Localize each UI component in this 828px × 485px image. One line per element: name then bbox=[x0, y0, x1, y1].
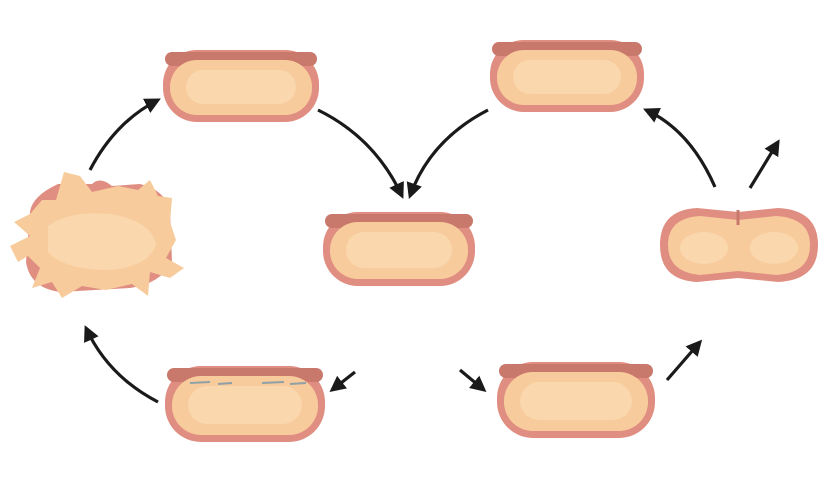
arrows bbox=[84, 98, 780, 404]
cells bbox=[10, 40, 818, 442]
arrow-center-to-bottom-right bbox=[458, 368, 487, 393]
arrow-bottom-left-to-lysed bbox=[84, 325, 159, 404]
cell-top-left bbox=[163, 50, 319, 122]
arrow-center-to-bottom-left bbox=[329, 370, 356, 392]
arrow-top-right-to-center bbox=[406, 108, 489, 200]
cell-left-lysed bbox=[10, 172, 184, 298]
cell-top-right bbox=[490, 40, 644, 112]
cell-center bbox=[323, 212, 475, 286]
arrow-dividing-to-off-right bbox=[748, 139, 780, 189]
cell-right-dividing bbox=[660, 208, 818, 282]
damaged-wall-marks bbox=[189, 381, 307, 385]
arrow-dividing-to-top-right bbox=[643, 108, 717, 188]
arrow-top-left-to-center bbox=[317, 108, 404, 199]
cell-bottom-left bbox=[165, 366, 325, 442]
cell-bottom-right bbox=[497, 362, 655, 438]
arrow-lysed-to-top-left bbox=[88, 98, 161, 171]
arrow-bottom-right-to-dividing bbox=[665, 339, 703, 382]
